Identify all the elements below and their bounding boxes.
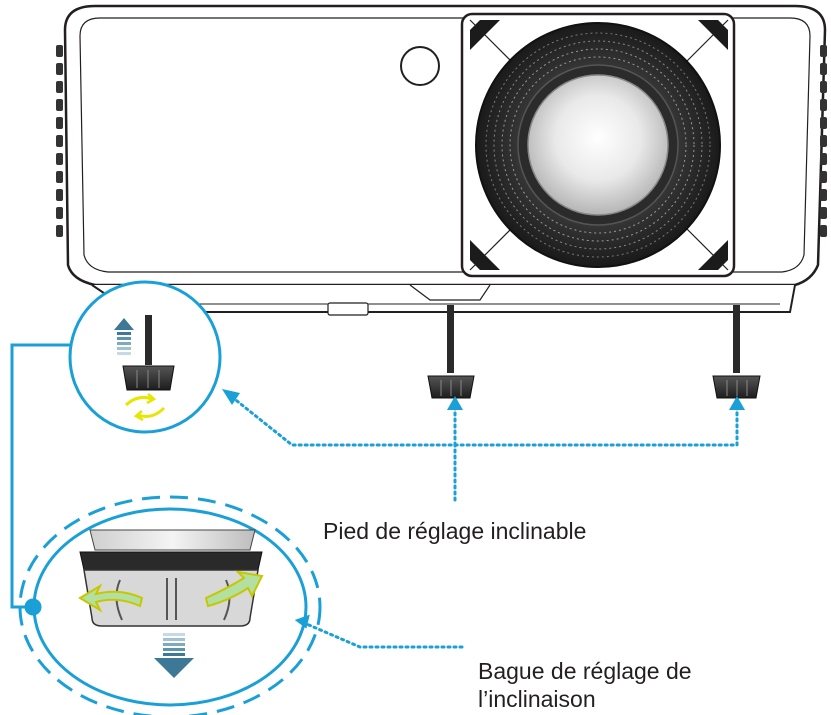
arrow-down-icon <box>154 633 194 678</box>
tilt-foot-label: Pied de réglage inclinable <box>323 518 587 544</box>
turn-right-icon <box>204 570 264 608</box>
side-vent-right <box>820 45 827 237</box>
arrow-up-icon <box>114 318 134 355</box>
rotate-icon <box>124 393 166 422</box>
tilt-ring-label: Bague de réglage de l’inclinaison <box>478 657 692 713</box>
foot-callout-small <box>68 280 222 434</box>
callout-connector <box>10 343 72 616</box>
turn-left-icon <box>78 583 144 613</box>
projector-lens <box>475 22 721 268</box>
pointer-arrowheads <box>222 389 745 629</box>
side-vent-left <box>56 45 63 237</box>
tilt-ring-label-line1: Bague de réglage de <box>478 658 692 684</box>
foot-pointer-lines <box>230 395 739 649</box>
adjustment-foot-middle <box>427 305 475 399</box>
ring-callout-large <box>18 495 322 715</box>
ir-sensor <box>400 46 440 86</box>
tilt-ring-label-line2: l’inclinaison <box>478 686 596 712</box>
adjustment-foot-right <box>712 305 761 399</box>
